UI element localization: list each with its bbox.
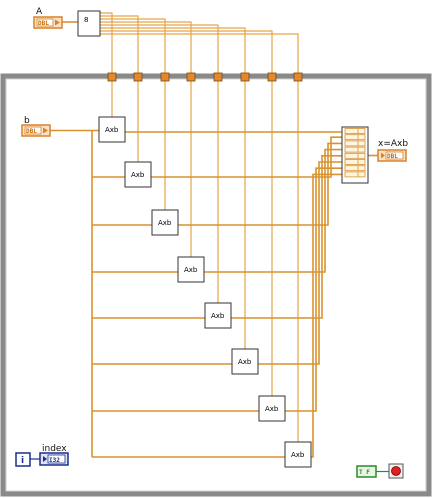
- build-array-input: [344, 159, 366, 165]
- loop-tunnel[interactable]: [240, 72, 250, 82]
- shift-tunnels: [107, 72, 303, 82]
- wire-matrix-bus: [100, 18, 166, 210]
- wire-solution-out: [178, 142, 342, 226]
- solve-linear-box: [98, 116, 126, 143]
- wire-solution-out: [151, 136, 342, 178]
- solve-linear-box: [151, 209, 179, 236]
- solve-linear-node[interactable]: Axb: [284, 441, 312, 468]
- solve-linear-label: Axb: [265, 405, 279, 413]
- output-type: DBL: [387, 153, 398, 160]
- solve-linear-label: Axb: [158, 219, 172, 227]
- solve-linear-box: [204, 302, 232, 329]
- build-array-input: [344, 152, 366, 159]
- build-array-input: [344, 146, 366, 153]
- solve-linear-node[interactable]: Axb: [177, 256, 205, 283]
- solve-linear-node[interactable]: Axb: [151, 209, 179, 236]
- solve-linear-node[interactable]: Axb: [124, 161, 152, 188]
- solve-linear-label: Axb: [184, 266, 198, 274]
- wire-solution-out: [231, 155, 342, 319]
- wire-solution-out: [285, 167, 342, 412]
- stop-terminal[interactable]: T F: [356, 463, 404, 479]
- input-b-terminal[interactable]: DBL: [21, 124, 51, 137]
- solve-linear-node[interactable]: Axb: [98, 116, 126, 143]
- input-b-label: b: [24, 116, 30, 126]
- index-arrow-icon: [43, 456, 47, 462]
- build-array-input: [344, 128, 366, 134]
- build-array-input: [344, 134, 366, 141]
- solve-linear-label: Axb: [238, 358, 252, 366]
- loop-tunnel[interactable]: [186, 72, 196, 82]
- solve-linear-label: Axb: [211, 312, 225, 320]
- index-terminal-glyph: i: [21, 456, 24, 466]
- loop-tunnel[interactable]: [267, 72, 277, 82]
- loop-tunnel[interactable]: [293, 72, 303, 82]
- output-arrow-icon: [381, 152, 385, 159]
- solve-linear-label: Axb: [105, 126, 119, 134]
- loop-tunnel[interactable]: [160, 72, 170, 82]
- stop-terminal-type: T F: [359, 469, 370, 476]
- index-terminal[interactable]: i I32: [15, 452, 69, 467]
- stop-icon: [391, 466, 401, 476]
- solve-linear-node[interactable]: Axb: [231, 348, 259, 375]
- wire-solution-out: [258, 161, 342, 365]
- constant-node[interactable]: 8: [77, 10, 101, 37]
- wire-matrix-bus: [100, 30, 273, 396]
- build-array-input: [344, 140, 366, 147]
- input-b-arrow-icon: [43, 127, 48, 134]
- loop-tunnel[interactable]: [107, 72, 117, 82]
- wire-matrix-bus: [100, 24, 219, 303]
- build-array-input: [344, 165, 366, 172]
- wire-solution-out: [311, 173, 342, 458]
- solve-linear-box: [284, 441, 312, 468]
- build-array-rows: [344, 128, 366, 178]
- input-b-type: DBL: [26, 128, 37, 135]
- solve-linear-node[interactable]: Axb: [204, 302, 232, 329]
- solve-linear-box: [177, 256, 205, 283]
- input-a-arrow-icon: [55, 19, 60, 26]
- wire-matrix-bus: [100, 12, 113, 117]
- solve-linear-node[interactable]: Axb: [258, 395, 286, 422]
- solve-linear-box: [231, 348, 259, 375]
- constant-value: 8: [84, 16, 88, 24]
- solve-linear-box: [258, 395, 286, 422]
- index-label: index: [42, 444, 67, 454]
- input-a-type: DBL: [38, 20, 49, 27]
- output-label: x=Axb: [378, 139, 408, 149]
- wire-matrix-bus: [100, 27, 246, 349]
- build-array-node[interactable]: [341, 126, 369, 184]
- input-a-terminal[interactable]: DBL: [33, 16, 63, 29]
- solve-linear-box: [124, 161, 152, 188]
- input-a-label: A: [36, 7, 43, 17]
- loop-tunnel[interactable]: [133, 72, 143, 82]
- index-type: I32: [49, 457, 60, 464]
- solve-linear-label: Axb: [291, 451, 305, 459]
- wire-solution-out: [204, 148, 342, 273]
- loop-tunnel[interactable]: [213, 72, 223, 82]
- output-indicator[interactable]: DBL: [377, 149, 407, 162]
- wire-matrix-bus: [100, 21, 192, 257]
- solve-linear-label: Axb: [131, 171, 145, 179]
- wires: [50, 12, 378, 458]
- wire-matrix-bus: [100, 33, 299, 442]
- build-array-input: [344, 171, 366, 178]
- wire-matrix-bus: [100, 15, 139, 162]
